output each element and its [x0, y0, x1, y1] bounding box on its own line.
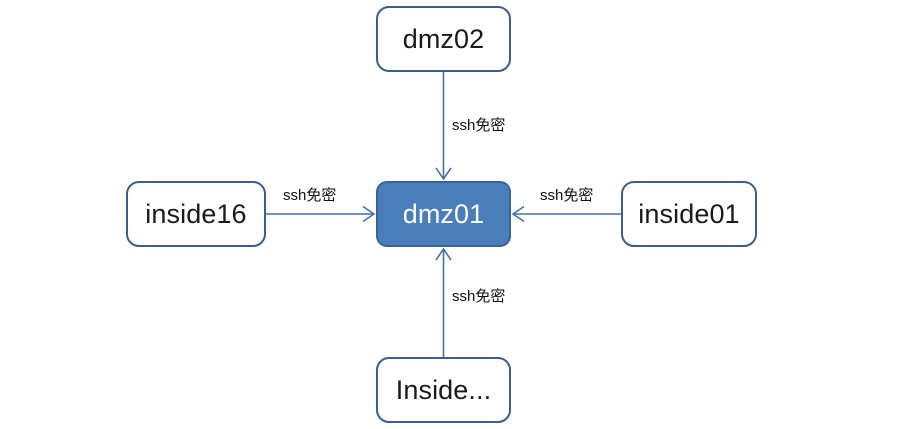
node-dmz01[interactable]: dmz01: [376, 181, 511, 247]
node-dmz02[interactable]: dmz02: [376, 6, 511, 72]
edge-label-dmz02-to-dmz01: ssh免密: [452, 117, 506, 134]
node-inside01-label: inside01: [638, 198, 740, 229]
edge-label-insideX-to-dmz01: ssh免密: [452, 288, 506, 305]
node-dmz02-label: dmz02: [402, 23, 485, 54]
edge-inside01-to-dmz01: [511, 205, 621, 223]
edge-dmz02-to-dmz01: [435, 72, 452, 181]
edge-inside16-to-dmz01: [266, 205, 376, 223]
node-inside16-label: inside16: [145, 198, 247, 229]
node-inside-truncated[interactable]: Inside...: [376, 357, 511, 423]
edge-insideX-to-dmz01: [435, 247, 452, 357]
edge-label-inside16-to-dmz01: ssh免密: [283, 187, 337, 204]
node-dmz01-label: dmz01: [402, 198, 485, 229]
node-inside-truncated-label: Inside...: [395, 374, 492, 405]
edge-label-inside01-to-dmz01: ssh免密: [540, 187, 594, 204]
node-inside01[interactable]: inside01: [621, 181, 757, 247]
node-inside16[interactable]: inside16: [126, 181, 266, 247]
